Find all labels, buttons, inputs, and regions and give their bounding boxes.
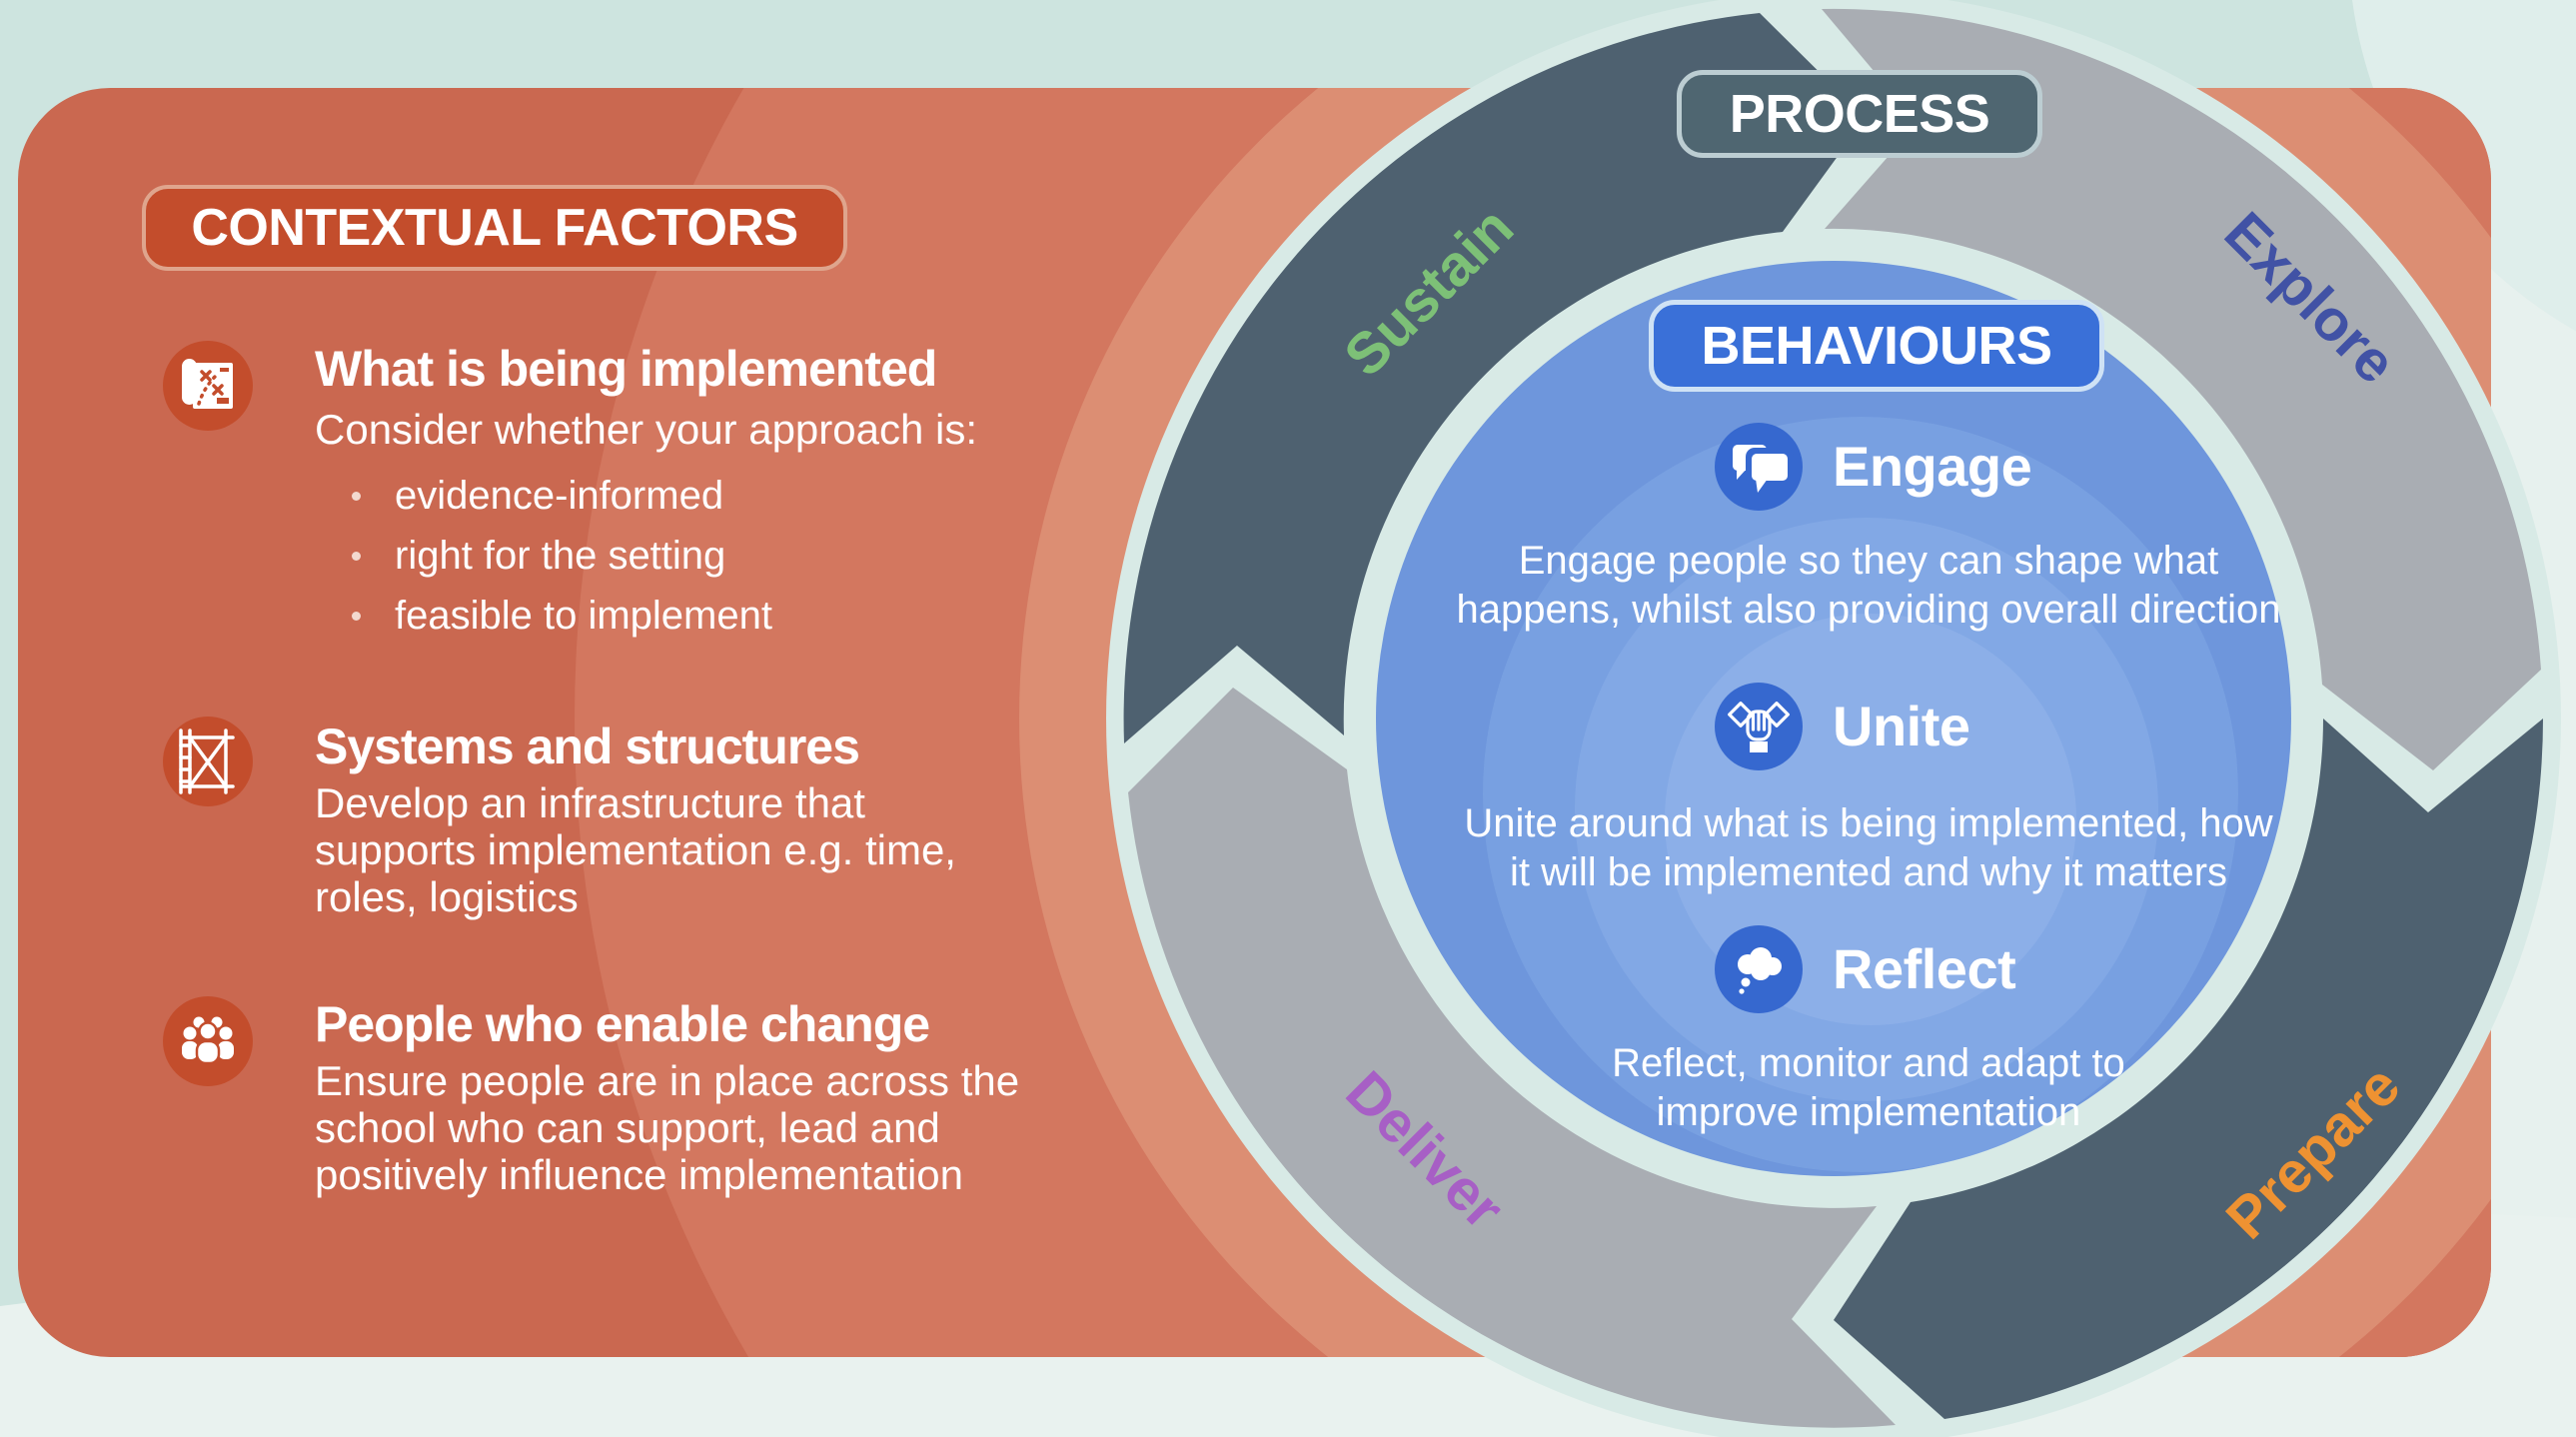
bullet-text: right for the setting: [395, 534, 726, 578]
contextual-factors-title: CONTEXTUAL FACTORS: [191, 199, 798, 257]
map-icon: [163, 341, 253, 431]
section-body: Develop an infrastructure that supports …: [315, 779, 956, 920]
section-title: People who enable change: [315, 996, 930, 1052]
body-line: roles, logistics: [315, 873, 579, 920]
behaviours-badge: BEHAVIOURS: [1649, 300, 2104, 392]
desc-line: improve implementation: [1656, 1090, 2081, 1134]
behaviour-label: Engage: [1833, 435, 2032, 498]
people-icon: [163, 996, 253, 1086]
ring-segment-deliver: [1128, 688, 1896, 1428]
bullet-icon: [352, 612, 361, 621]
behaviour-label: Unite: [1833, 695, 1970, 757]
contextual-factors-header: CONTEXTUAL FACTORS: [142, 185, 847, 271]
desc-line: Reflect, monitor and adapt to: [1612, 1041, 2125, 1085]
body-line: supports implementation e.g. time,: [315, 826, 956, 873]
bullet-icon: [352, 492, 361, 501]
desc-line: Engage people so they can shape what: [1518, 539, 2219, 583]
body-line: school who can support, lead and: [315, 1104, 940, 1151]
scaffold-icon: [163, 717, 253, 806]
body-line: Develop an infrastructure that: [315, 779, 865, 826]
ring-segment-prepare: [1834, 718, 2543, 1419]
list-item: evidence-informed: [352, 474, 723, 519]
section-title: Systems and structures: [315, 718, 860, 774]
desc-line: Unite around what is being implemented, …: [1464, 801, 2273, 845]
ring-segment-explore: [1822, 8, 2541, 771]
ring-segment-sustain: [1123, 13, 1866, 743]
body-line: positively influence implementation: [315, 1151, 964, 1198]
bullet-icon: [352, 552, 361, 561]
desc-line: it will be implemented and why it matter…: [1509, 850, 2228, 894]
list-item: feasible to implement: [352, 594, 772, 639]
behaviour-description: Reflect, monitor and adapt to improve im…: [1359, 1039, 2378, 1137]
bullet-text: evidence-informed: [395, 474, 724, 518]
behaviour-description: Engage people so they can shape what hap…: [1359, 537, 2378, 635]
desc-line: happens, whilst also providing overall d…: [1456, 588, 2281, 632]
bullet-text: feasible to implement: [395, 594, 772, 638]
behaviours-badge-label: BEHAVIOURS: [1701, 316, 2052, 376]
section-body: Ensure people are in place across the sc…: [315, 1057, 1019, 1198]
list-item: right for the setting: [352, 534, 725, 579]
speech-bubbles-icon: [1715, 423, 1803, 511]
section-title: What is being implemented: [315, 341, 937, 397]
process-badge: PROCESS: [1677, 70, 2042, 158]
process-badge-label: PROCESS: [1729, 84, 1990, 144]
thought-cloud-icon: [1715, 925, 1803, 1013]
section-intro: Consider whether your approach is:: [315, 406, 978, 453]
hands-together-icon: [1715, 683, 1803, 770]
body-line: Ensure people are in place across the: [315, 1057, 1020, 1104]
behaviour-description: Unite around what is being implemented, …: [1359, 799, 2378, 897]
behaviour-label: Reflect: [1833, 937, 2016, 1000]
